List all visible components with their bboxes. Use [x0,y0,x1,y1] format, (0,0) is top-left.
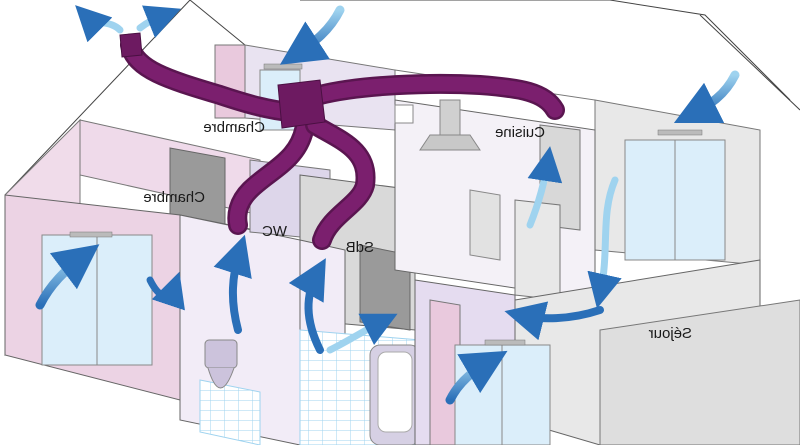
outlet-icon [394,104,414,124]
label-chambre-back: Chambre [203,119,265,136]
bathtub-icon [369,344,421,445]
label-sejour: Séjour [649,325,692,342]
air-inlet-vent [657,129,703,136]
label-sdb: SdB [346,239,374,256]
airflow-arrow-icon [75,5,124,43]
airflow-arrow-icon [279,5,345,65]
airflow-arrow-icon [213,234,252,334]
label-cuisine: Cuisine [495,124,545,141]
label-chambre-front: Chambre [143,189,205,206]
room-sejour [454,129,800,445]
airflow-arrow-icon [146,271,185,311]
air-inlet-vent [263,63,303,70]
range-hood-icon [419,99,481,151]
label-wc: WC [262,223,287,240]
toilet-icon [204,339,238,389]
airflow-arrow-icon [35,244,100,310]
airflow-arrow-icon [136,5,181,39]
air-inlet-vent [484,339,526,346]
room-labels: Chambre Chambre Cuisine WC SdB Séjour [143,119,692,342]
airflow-arrow-icon [587,176,622,309]
air-inlet-vent [69,231,113,238]
airflow-arrow-icon [673,70,740,124]
airflow-arrow-icon [326,313,398,354]
exhaust-duct [120,35,565,250]
ventilation-unit-icon [119,32,326,129]
airflow-arrow-icon [445,350,508,405]
airflow-arrow-icon [526,146,563,229]
airflow-arrows [35,5,740,405]
airflow-arrow-icon [504,301,604,341]
room-sdb [299,174,431,445]
airflow-arrow-icon [288,258,326,354]
